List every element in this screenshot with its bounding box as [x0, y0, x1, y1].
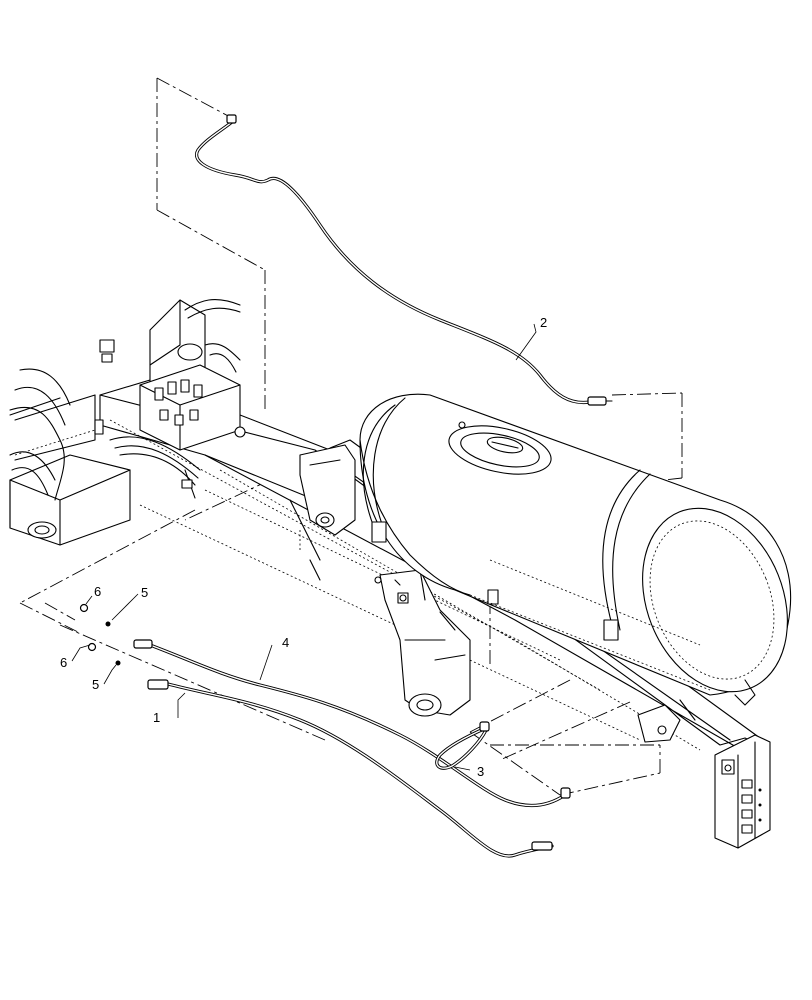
hose-assembly-upper	[195, 114, 613, 406]
spray-tank	[359, 393, 792, 721]
callout-5-lower: 5	[92, 677, 99, 692]
hose-loop-3	[435, 721, 490, 770]
callout-4: 4	[282, 635, 289, 650]
hose-assembly-1	[147, 679, 554, 858]
hose-assembly-4	[133, 639, 571, 807]
small-fittings	[79, 603, 121, 666]
callout-labels: 2 4 1 3 5 6 6 5	[60, 315, 547, 779]
leader-lines	[71, 323, 537, 771]
support-linkage	[289, 444, 681, 743]
phantom-group-lines	[19, 77, 683, 796]
callout-6-upper: 6	[94, 584, 101, 599]
callout-1: 1	[153, 710, 160, 725]
callout-6-lower: 6	[60, 655, 67, 670]
callout-5-upper: 5	[141, 585, 148, 600]
callout-3: 3	[477, 764, 484, 779]
callout-2: 2	[540, 315, 547, 330]
alignment-dotted-lines	[139, 489, 641, 741]
